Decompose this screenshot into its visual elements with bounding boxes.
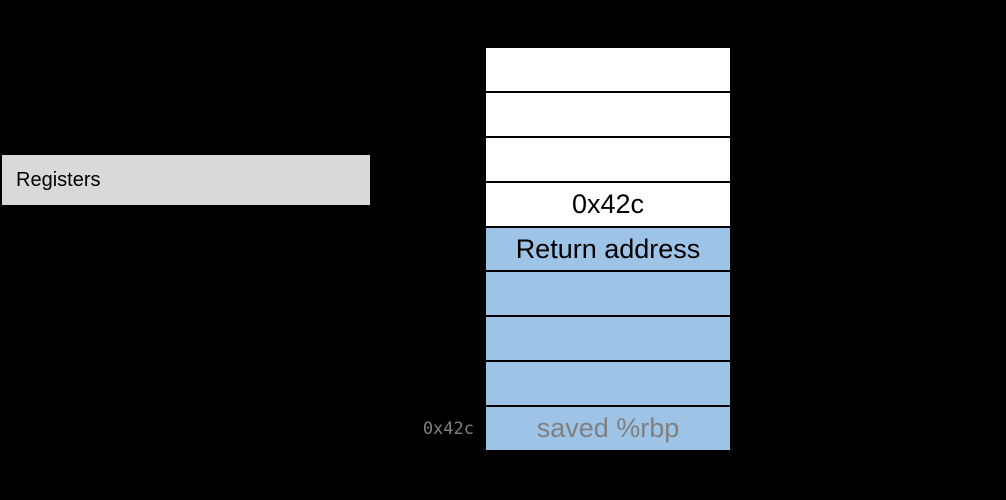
stack-cell-saved-rbp: 0x42c saved %rbp xyxy=(423,405,732,453)
stack-address-label: 0x42c xyxy=(422,418,474,439)
stack-cell-text: saved %rbp xyxy=(536,413,680,444)
stack-cell-empty-top xyxy=(484,46,732,91)
stack-cell-value-0x42c: 0x42c xyxy=(484,180,732,226)
registers-box: Registers xyxy=(2,155,370,205)
stack-cell-text: 0x42c xyxy=(571,188,645,219)
stack-cell-empty-2 xyxy=(484,90,732,136)
stack-cell-blue-empty-2 xyxy=(484,315,732,361)
stack-cell-return-address: Return address xyxy=(484,225,732,271)
stack-cell-empty-3 xyxy=(484,135,732,181)
stack-cell-blue-empty-3 xyxy=(484,360,732,406)
stack-cell-text: Return address xyxy=(515,233,701,264)
registers-label: Registers xyxy=(16,169,101,191)
stack-cell-blue-empty-1 xyxy=(484,270,732,316)
